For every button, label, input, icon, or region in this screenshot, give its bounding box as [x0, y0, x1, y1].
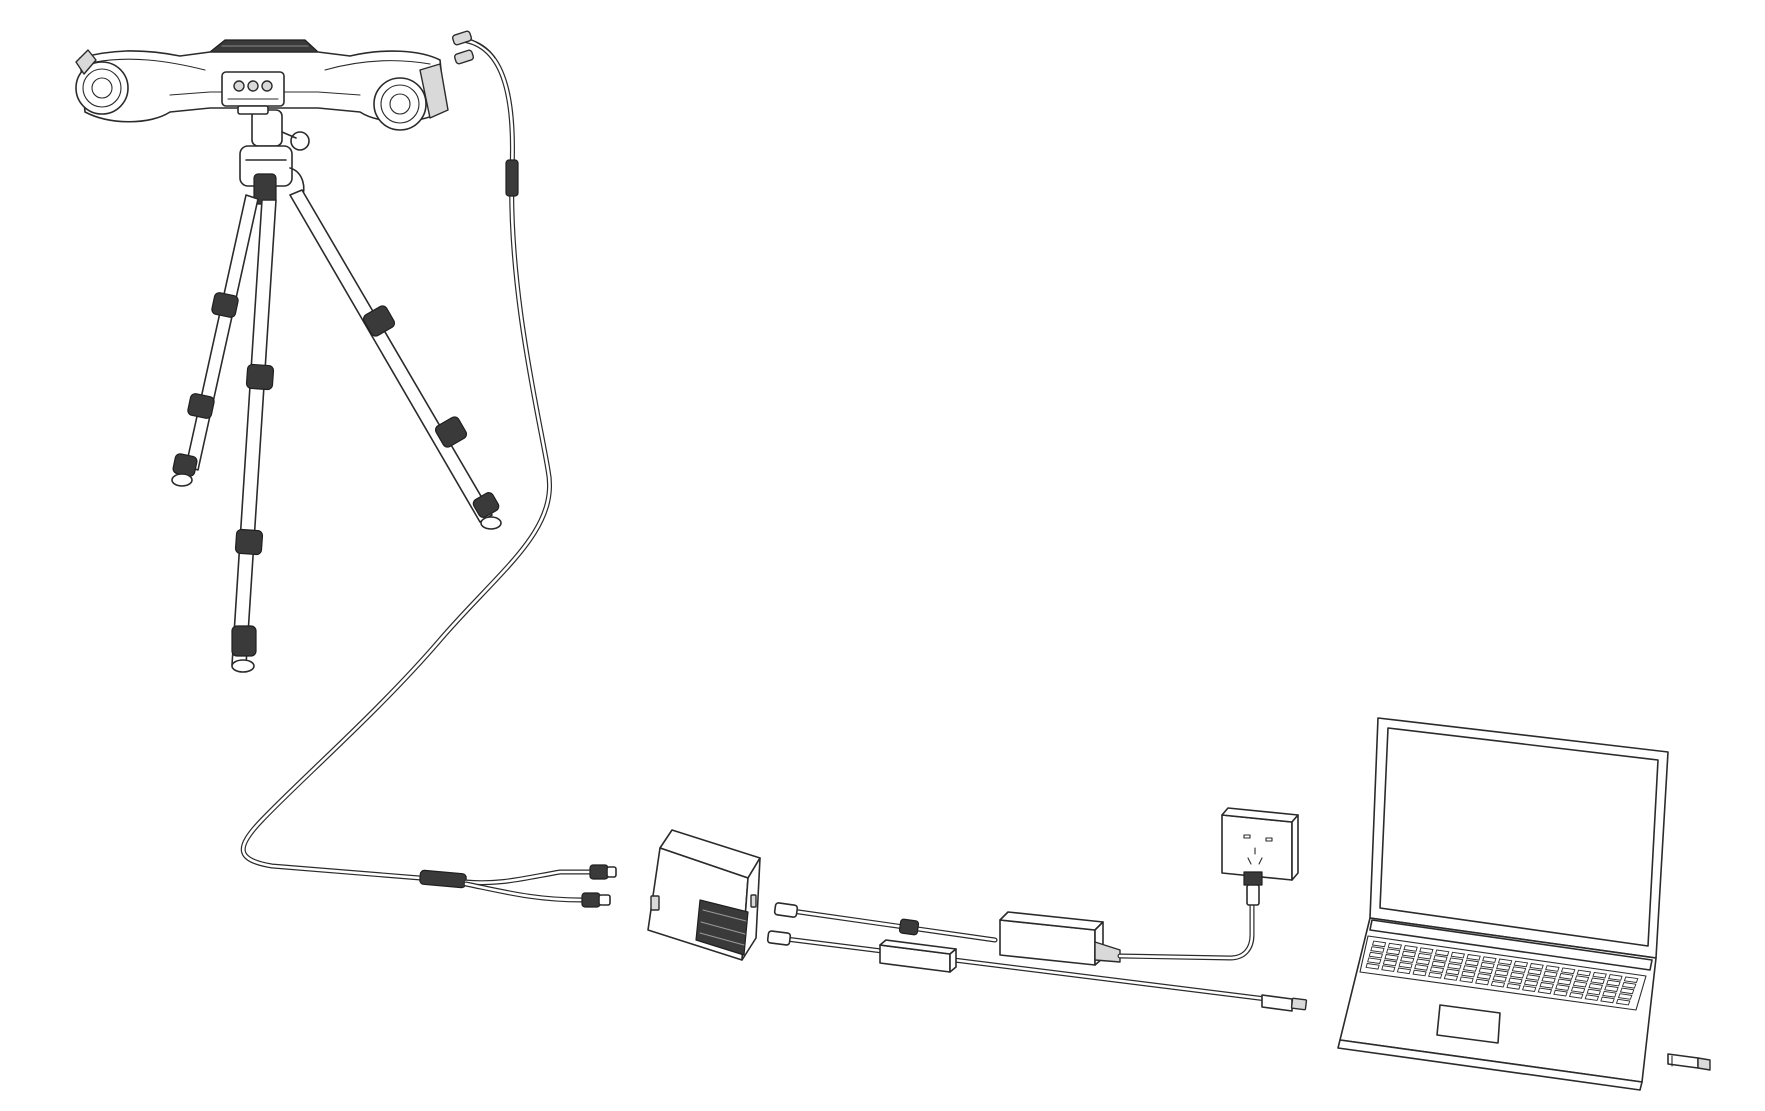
keyboard-key [1617, 993, 1633, 1000]
keyboard-key [1480, 961, 1495, 969]
keyboard-key [1602, 990, 1617, 998]
keyboard-key [1569, 992, 1584, 999]
keyboard-key [1615, 998, 1631, 1006]
scanner-cable [240, 30, 552, 889]
power-adapter-icon [773, 897, 1255, 966]
keyboard-key [1496, 964, 1511, 971]
keyboard-key [1464, 959, 1479, 967]
keyboard-key [1592, 971, 1607, 979]
keyboard-key [1606, 979, 1621, 987]
keyboard-key [1560, 967, 1576, 975]
keyboard-key [1506, 983, 1521, 990]
keyboard-key [1434, 949, 1450, 957]
keyboard-key [1447, 963, 1462, 970]
tripod-icon [171, 109, 502, 673]
keyboard-key [1382, 959, 1398, 967]
keyboard-key [1527, 968, 1542, 976]
laptop-icon [1337, 717, 1669, 1091]
keyboard-key [1539, 982, 1555, 989]
keyboard-key [1403, 945, 1418, 952]
keyboard-key [1475, 978, 1490, 986]
keyboard-key [1370, 946, 1385, 953]
keyboard-key [1511, 966, 1527, 973]
keyboard-key [1490, 980, 1506, 988]
keyboard-key [1523, 979, 1539, 987]
keyboard-key [1590, 977, 1605, 985]
keyboard-key [1570, 986, 1586, 994]
keyboard-key [1417, 952, 1432, 960]
usb-cable-icon [766, 930, 1308, 1012]
keyboard-key [1623, 976, 1639, 983]
keyboard-key [1513, 960, 1529, 968]
keyboard [1365, 940, 1639, 1006]
keyboard-key [1412, 969, 1427, 977]
keyboard-key [1431, 960, 1446, 968]
keyboard-key [1492, 975, 1507, 982]
keyboard-key [1371, 940, 1387, 948]
keyboard-key [1384, 953, 1399, 961]
keyboard-key [1559, 973, 1574, 980]
keyboard-key [1461, 970, 1476, 978]
keyboard-key [1368, 951, 1383, 959]
keyboard-key [1621, 982, 1637, 989]
keyboard-key [1553, 989, 1568, 997]
keyboard-key [1476, 973, 1492, 980]
keyboard-key [1450, 951, 1465, 959]
keyboard-key [1428, 971, 1443, 979]
keyboard-key [1482, 956, 1497, 963]
keyboard-key [1572, 980, 1588, 988]
keyboard-key [1433, 955, 1448, 962]
keyboard-key [1478, 967, 1493, 975]
keyboard-key [1401, 950, 1417, 958]
keyboard-key [1419, 947, 1434, 954]
keyboard-key [1543, 970, 1558, 978]
keyboard-key [1497, 958, 1513, 966]
power-box-icon [647, 829, 761, 961]
keyboard-key [1584, 994, 1600, 1001]
keyboard-key [1400, 956, 1415, 963]
usb-dongle-icon [1667, 1053, 1711, 1071]
keyboard-key [1381, 965, 1396, 972]
keyboard-key [1588, 983, 1604, 990]
keyboard-key [1529, 963, 1544, 970]
keyboard-key [1525, 974, 1541, 981]
keyboard-key [1448, 957, 1464, 964]
keyboard-key [1396, 967, 1412, 975]
keyboard-key [1604, 985, 1619, 992]
keyboard-key [1537, 987, 1553, 995]
keyboard-key [1386, 948, 1401, 956]
keyboard-key [1365, 962, 1380, 970]
keyboard-key [1367, 957, 1382, 964]
3d-scanner-icon [75, 39, 449, 131]
keyboard-key [1466, 954, 1481, 961]
keyboard-key [1415, 958, 1431, 966]
keyboard-key [1445, 968, 1460, 976]
keyboard-key [1555, 984, 1570, 991]
keyboard-key [1619, 987, 1635, 995]
keyboard-key [1608, 974, 1623, 981]
keyboard-key [1443, 974, 1459, 981]
keyboard-key [1574, 975, 1590, 982]
keyboard-key [1494, 969, 1509, 977]
keyboard-key [1398, 961, 1413, 969]
keyboard-key [1508, 977, 1523, 985]
keyboard-key [1522, 985, 1537, 992]
keyboard-key [1576, 969, 1592, 977]
keyboard-key [1541, 976, 1556, 983]
keyboard-key [1387, 942, 1402, 950]
keyboard-key [1459, 976, 1474, 983]
keyboard-key [1586, 988, 1601, 996]
splitter-cables [463, 864, 617, 908]
keyboard-key [1545, 965, 1560, 972]
keyboard-key [1510, 971, 1525, 979]
keyboard-key [1557, 978, 1572, 986]
keyboard-key [1462, 965, 1478, 972]
keyboard-key [1429, 966, 1445, 974]
wall-socket-icon [1221, 807, 1299, 906]
keyboard-key [1414, 964, 1429, 971]
keyboard-key [1600, 996, 1615, 1004]
